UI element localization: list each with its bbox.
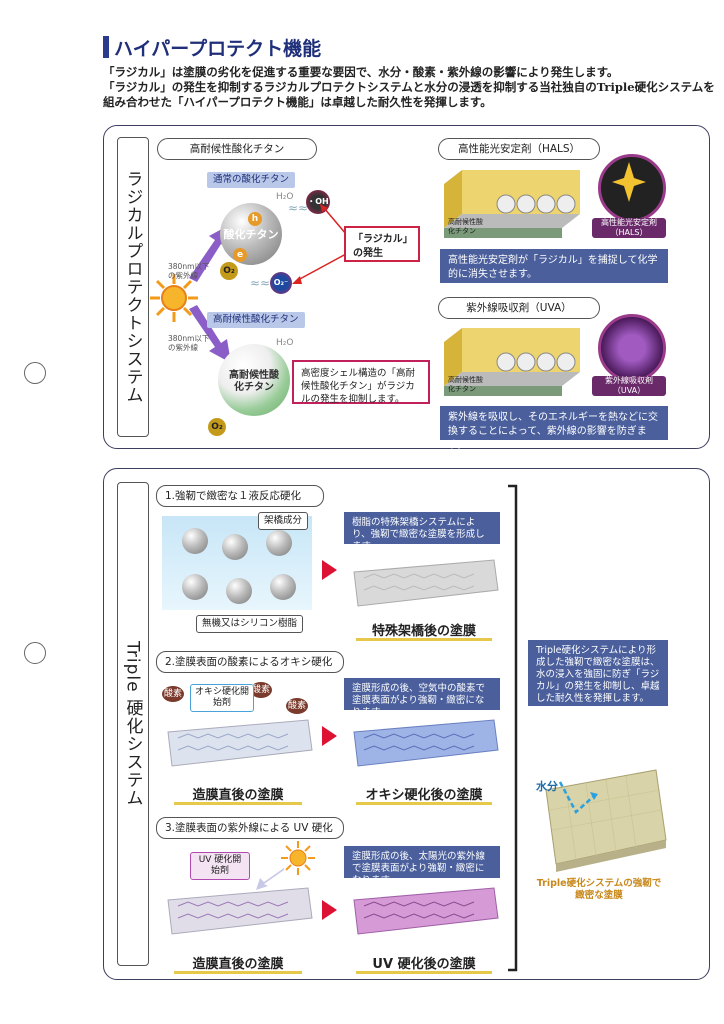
step1-ball-1 <box>182 528 208 554</box>
uva-circle-icon <box>598 314 666 382</box>
step3-after-film-diagram <box>353 887 499 935</box>
normal-tio2-ball-label: 酸化チタン <box>223 228 279 241</box>
left-heading: 高耐候性酸化チタン <box>157 138 317 160</box>
sun-icon <box>150 274 198 322</box>
step3-result-underline <box>356 971 492 974</box>
step2-after-film-diagram <box>353 719 499 767</box>
high-tio2-ball <box>218 344 290 416</box>
h-plus-icon: h <box>248 212 262 226</box>
intro-line-2: 「ラジカル」の発生を抑制するラジカルプロテクトシステムと水分の浸透を抑制する当社… <box>103 80 715 94</box>
uva-heading: 紫外線吸収剤（UVA） <box>438 297 600 319</box>
step1-arrow-icon <box>322 560 337 580</box>
step1-ball-2 <box>222 534 248 560</box>
binder-hole-bottom <box>24 642 46 664</box>
step3-before-film-diagram <box>167 887 313 935</box>
oxygen-icon-2: 酸素 <box>250 682 272 698</box>
hals-circle-label: 高性能光安定剤（HALS） <box>592 218 666 238</box>
step3-arrow-icon <box>322 900 337 920</box>
step3-desc: 塗膜形成の後、太陽光の紫外線で塗膜表面がより強靭・緻密になります。 <box>344 846 500 886</box>
e-minus-icon: e <box>233 248 247 262</box>
step2-title: 2.塗膜表面の酸素によるオキシ硬化 <box>156 651 344 673</box>
radical-side-label: ラジカルプロテクトシステム <box>117 137 149 437</box>
step2-arrow-icon <box>322 726 337 746</box>
crosslink-label: 架橋成分 <box>258 512 309 530</box>
uv-arrow-down-icon <box>189 305 231 363</box>
step1-title: 1.強靭で緻密な１液反応硬化 <box>156 485 324 507</box>
uva-circle-label: 紫外線吸収剤（UVA） <box>592 376 666 396</box>
hals-layer-label: 高耐候性酸化チタン <box>448 218 483 235</box>
step1-film-diagram <box>353 559 499 607</box>
step1-ball-4 <box>182 574 208 600</box>
step1-result: 特殊架橋後の塗膜 <box>371 624 476 639</box>
film-3d-diagram <box>545 769 667 872</box>
step1-ball-5 <box>226 578 252 604</box>
step3-result: UV 硬化後の塗膜 <box>372 957 476 972</box>
wave-icon-top: ≈≈ <box>288 201 309 215</box>
o2-bottom-icon: O₂ <box>208 418 226 436</box>
radical-arrows-icon <box>292 204 347 284</box>
triple-summary: Triple硬化システムにより形成した強靭で緻密な塗膜は、水の浸入を強固に防ぎ「… <box>528 640 668 706</box>
step2-before-film-diagram <box>167 719 313 767</box>
step3-before-caption: 造膜直後の塗膜 <box>192 957 284 972</box>
step2-desc: 塗膜形成の後、空気中の酸素で塗膜表面がより強靭・緻密になります。 <box>344 678 500 718</box>
binder-hole-top <box>24 362 46 384</box>
normal-tio2-label: 通常の酸化チタン <box>207 172 296 188</box>
h2o-label-bottom: H₂O <box>276 338 294 348</box>
resin-label: 無機又はシリコン樹脂 <box>196 615 304 633</box>
uv-label-top: 380nm以下の紫外線 <box>168 262 210 280</box>
h2o-label-top: H₂O <box>276 192 294 202</box>
high-tio2-desc: 高密度シェル構造の「高耐候性酸化チタン」がラジカルの発生を抑制します。 <box>292 360 430 405</box>
uva-desc: 紫外線を吸収し、そのエネルギーを熱などに交換することによって、紫外線の影響を防ぎ… <box>440 406 668 451</box>
step2-before-underline <box>174 802 302 805</box>
step2-result: オキシ硬化後の塗膜 <box>365 788 483 803</box>
wave-icon-bottom: ≈≈ <box>250 276 271 290</box>
radical-callout: 「ラジカル」の発生 <box>344 226 420 262</box>
step1-ball-3 <box>266 530 292 556</box>
step2-result-underline <box>356 802 492 805</box>
page-title: ハイパープロテクト機能 <box>114 38 322 60</box>
uv-ray-arrow-icon <box>256 868 284 890</box>
oxygen-icon-1: 酸素 <box>162 686 184 702</box>
oxy-initiator-label: オキシ硬化開始剤 <box>190 684 254 712</box>
bracket-icon <box>508 484 518 972</box>
uv-sun-icon <box>281 841 315 875</box>
step2-before-caption: 造膜直後の塗膜 <box>192 788 284 803</box>
high-tio2-ball-label: 高耐候性酸化チタン <box>229 370 279 393</box>
high-tio2-label: 高耐候性酸化チタン <box>207 312 305 328</box>
hals-heading: 高性能光安定剤（HALS） <box>438 138 600 160</box>
hals-box-diagram <box>444 170 580 238</box>
oxygen-icon-3: 酸素 <box>286 698 308 714</box>
o2-molecule-icon: O₂ <box>220 262 238 280</box>
intro-line-1: 「ラジカル」は塗膜の劣化を促進する重要な要因で、水分・酸素・紫外線の影響により発… <box>103 65 619 79</box>
triple-side-label: Triple 硬化システム <box>117 482 149 966</box>
water-label: 水分 <box>536 780 558 793</box>
uv-label-bottom: 380nm以下の紫外線 <box>168 334 210 352</box>
film-caption: Triple硬化システムの強靭で緻密な塗膜 <box>536 878 662 901</box>
step3-before-underline <box>174 971 302 974</box>
step1-desc: 樹脂の特殊架橋システムにより、強靭で緻密な塗膜を形成します。 <box>344 512 500 552</box>
o2-radical-icon: O₂⁻ <box>270 272 292 294</box>
step3-title: 3.塗膜表面の紫外線による UV 硬化 <box>156 817 344 839</box>
hals-desc: 高性能光安定剤が「ラジカル」を捕捉して化学的に消失させます。 <box>440 249 668 283</box>
step1-result-underline <box>356 638 492 641</box>
intro-line-3: 組み合わせた「ハイパープロテクト機能」は卓越した耐久性を発揮します。 <box>103 95 492 109</box>
star-icon <box>612 162 646 202</box>
title-accent-bar <box>103 36 109 58</box>
uva-layer-label: 高耐候性酸化チタン <box>448 376 483 393</box>
uva-box-diagram <box>444 328 580 396</box>
step1-ball-6 <box>270 574 296 600</box>
uv-initiator-label: UV 硬化開始剤 <box>190 852 250 880</box>
